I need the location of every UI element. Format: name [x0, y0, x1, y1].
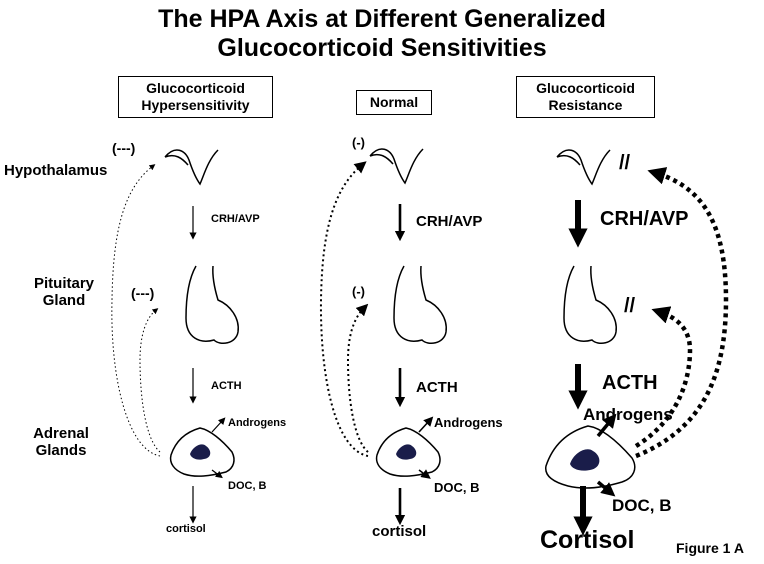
hypothalamus-icon: [369, 148, 424, 185]
normal-doc-b-label: DOC, B: [434, 480, 480, 495]
resistance-androgens-label: Androgens: [583, 405, 673, 424]
resistance-acth-label: ACTH: [602, 372, 658, 394]
hyper-column-graphics: [111, 149, 239, 524]
resistance-heading-line1: Glucocorticoid: [536, 80, 635, 96]
androgens-arrow: [418, 416, 434, 433]
normal-column-graphics: [319, 148, 447, 526]
resistance-heading-box: Glucocorticoid Resistance: [516, 76, 655, 118]
row-label-adrenal: Adrenal Glands: [28, 425, 94, 459]
hyper-heading-line1: Glucocorticoid: [146, 80, 245, 96]
resistance-crh-avp-label: CRH/AVP: [600, 208, 689, 230]
resistance-block-hypothalamus: //: [619, 152, 631, 174]
normal-acth-label: ACTH: [416, 379, 458, 396]
resistance-block-pituitary: //: [624, 295, 636, 317]
doc-b-arrow: [211, 469, 223, 479]
pituitary-icon: [393, 265, 447, 345]
androgens-arrow: [211, 417, 226, 433]
resistance-heading-line2: Resistance: [548, 97, 623, 113]
hyper-crh-avp-label: CRH/AVP: [211, 213, 260, 225]
adrenal-gland-icon: [169, 427, 235, 477]
hyper-cortisol-label: cortisol: [166, 523, 206, 535]
hyper-androgens-label: Androgens: [228, 417, 287, 429]
resistance-column-graphics: [545, 149, 729, 536]
resistance-cortisol-label: Cortisol: [540, 526, 635, 554]
hyper-doc-b-label: DOC, B: [228, 480, 267, 492]
pituitary-icon: [563, 265, 617, 345]
feedback-to-pituitary: [346, 303, 369, 453]
feedback-to-pituitary: [634, 306, 693, 448]
adrenal-gland-icon: [545, 425, 636, 489]
row-label-hypothalamus: Hypothalamus: [4, 162, 108, 179]
diagram-title-line2: Glucocorticoid Sensitivities: [217, 34, 547, 62]
normal-heading: Normal: [369, 94, 419, 110]
diagram-title-line1: The HPA Axis at Different Generalized: [158, 5, 606, 33]
row-label-adrenal-line2: Glands: [35, 442, 87, 459]
hyper-heading-line2: Hypersensitivity: [141, 97, 250, 113]
normal-androgens-label: Androgens: [434, 415, 503, 430]
normal-feedback-pituitary-label: (-): [352, 284, 365, 299]
row-label-adrenal-line1: Adrenal: [33, 425, 89, 442]
feedback-to-hypothalamus: [319, 161, 369, 457]
doc-b-arrow: [596, 480, 616, 497]
hyper-acth-label: ACTH: [211, 380, 242, 392]
row-label-pituitary-line2: Gland: [42, 292, 86, 309]
hyper-feedback-pituitary-label: (---): [131, 285, 155, 301]
resistance-doc-b-label: DOC, B: [612, 496, 672, 515]
normal-cortisol-label: cortisol: [372, 523, 427, 540]
pituitary-icon: [185, 265, 239, 345]
normal-crh-avp-label: CRH/AVP: [416, 213, 483, 230]
normal-heading-box: Normal: [356, 90, 432, 115]
hyper-feedback-hypothalamus-label: (---): [112, 140, 136, 156]
normal-feedback-hypothalamus-label: (-): [352, 135, 365, 150]
androgens-arrow: [596, 413, 617, 438]
feedback-to-hypothalamus: [111, 164, 161, 457]
row-label-pituitary: Pituitary Gland: [30, 275, 98, 309]
feedback-to-hypothalamus: [635, 167, 729, 459]
doc-b-arrow: [418, 469, 431, 479]
adrenal-gland-icon: [375, 427, 441, 477]
hypothalamus-icon: [556, 149, 611, 186]
hyper-heading-box: Glucocorticoid Hypersensitivity: [118, 76, 273, 118]
figure-label: Figure 1 A: [676, 540, 744, 556]
row-label-pituitary-line1: Pituitary: [33, 275, 94, 292]
hypothalamus-icon: [164, 149, 219, 186]
feedback-to-pituitary: [139, 308, 161, 453]
